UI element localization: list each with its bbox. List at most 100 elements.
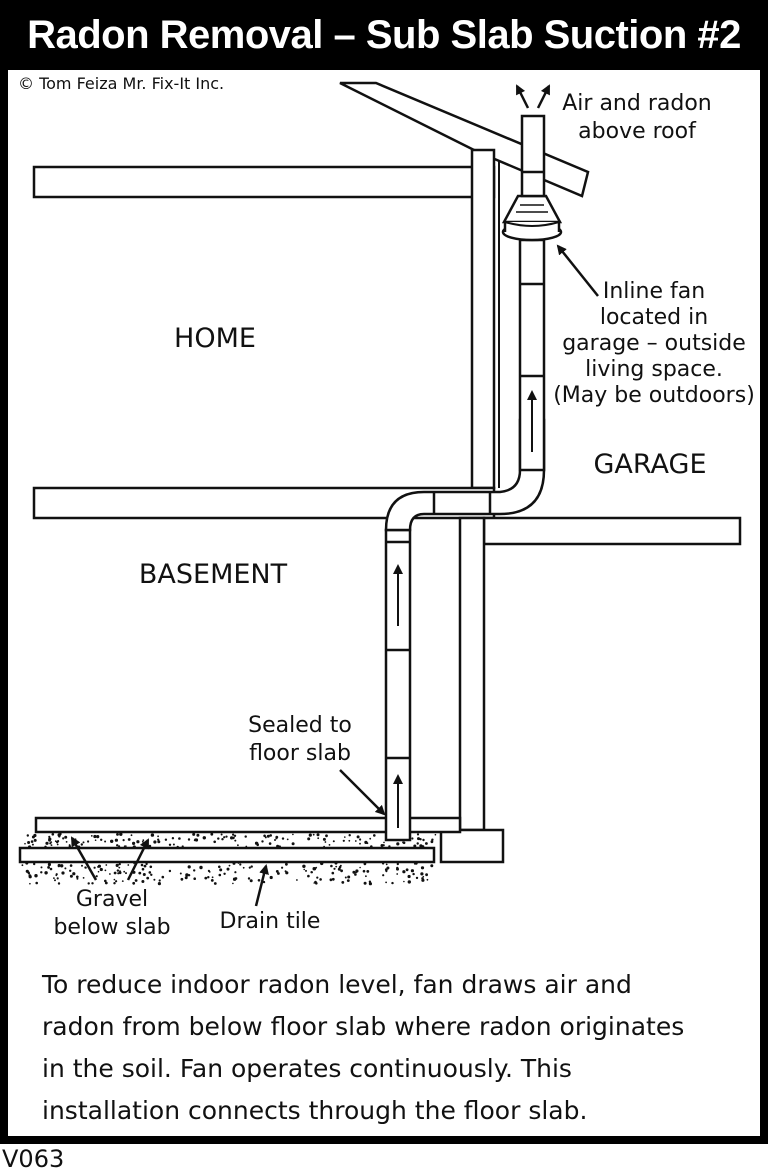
gravel-dot xyxy=(185,873,189,877)
gravel-dot xyxy=(217,837,220,840)
illustration-panel: © Tom Feiza Mr. Fix-It Inc. Air and rado… xyxy=(8,70,760,1136)
gravel-dot xyxy=(391,881,394,885)
gravel-dot xyxy=(396,873,399,875)
gravel-dot xyxy=(127,838,131,841)
gravel-dot xyxy=(143,864,147,868)
gravel-dot xyxy=(113,878,116,881)
gravel-dot xyxy=(213,882,217,885)
gravel-dot xyxy=(322,837,326,841)
gravel-dot xyxy=(68,844,71,846)
gravel-dot xyxy=(247,877,251,880)
gravel-dot xyxy=(148,871,152,874)
gravel-dot xyxy=(140,863,144,867)
gravel-dot xyxy=(337,867,341,871)
radon-system-diagram: © Tom Feiza Mr. Fix-It Inc. Air and rado… xyxy=(18,74,755,940)
gravel-dot xyxy=(332,840,335,843)
gravel-dot xyxy=(257,879,261,882)
gravel-dot xyxy=(122,839,125,842)
gravel-dot xyxy=(384,868,388,872)
gravel-dot xyxy=(45,841,49,845)
gravel-dot xyxy=(385,881,387,884)
gravel-dot xyxy=(292,833,294,836)
gravel-dot xyxy=(268,842,272,845)
gravel-dot xyxy=(220,833,223,836)
gravel-dot xyxy=(64,835,68,839)
gravel-dot xyxy=(96,835,100,839)
air-label-line-2: above roof xyxy=(578,119,697,144)
gravel-label-line-1: Gravel xyxy=(76,887,148,912)
gravel-dot xyxy=(249,879,253,883)
gravel-dot xyxy=(302,864,306,868)
gravel-dot xyxy=(141,867,145,871)
gravel-dot xyxy=(219,868,223,872)
gravel-dot xyxy=(210,879,214,882)
gravel-dot xyxy=(21,864,24,867)
sealed-label-line-2: floor slab xyxy=(249,741,351,766)
gravel-dot xyxy=(403,880,405,883)
gravel-dot xyxy=(87,882,90,885)
gravel-dot xyxy=(94,839,97,841)
gravel-dot xyxy=(95,875,98,878)
gravel-dot xyxy=(420,866,425,870)
gravel-dot xyxy=(368,880,372,883)
gravel-dot xyxy=(382,874,385,877)
gravel-dot xyxy=(47,862,52,867)
gravel-dot xyxy=(354,840,357,842)
gravel-dot xyxy=(348,839,351,842)
gravel-dot xyxy=(284,870,287,873)
gravel-dot xyxy=(54,879,56,882)
gravel-dot xyxy=(97,870,100,873)
gravel-dot xyxy=(296,879,298,881)
gravel-dot xyxy=(331,877,335,881)
gravel-dot xyxy=(281,837,285,840)
gravel-dot xyxy=(47,866,50,869)
gravel-dot xyxy=(402,870,406,874)
basement-slab xyxy=(34,816,462,834)
gravel-dot xyxy=(348,834,351,837)
gravel-dot xyxy=(363,881,367,885)
gravel-dot xyxy=(232,833,235,836)
gravel-dot xyxy=(396,842,400,846)
fan-label-line-3: garage – outside xyxy=(562,331,746,356)
gravel-dot xyxy=(218,865,221,869)
gravel-dot xyxy=(359,866,361,869)
gravel-dot xyxy=(56,843,59,846)
gravel-dot xyxy=(329,878,333,882)
gravel-dot xyxy=(87,840,90,843)
gravel-dot xyxy=(221,838,224,841)
gravel-dot xyxy=(226,867,230,871)
gravel-dot xyxy=(34,874,38,878)
gravel-dot xyxy=(69,864,73,867)
gravel-dot xyxy=(204,876,208,880)
gravel-dot xyxy=(430,864,434,868)
gravel-dot xyxy=(57,840,60,843)
gravel-dot xyxy=(281,866,284,869)
gravel-dot xyxy=(97,864,101,868)
gravel-dot xyxy=(264,836,267,839)
seal-pointer-arrow xyxy=(339,769,386,816)
gravel-dot xyxy=(26,834,29,837)
gravel-dot xyxy=(51,833,55,836)
gravel-dot xyxy=(234,871,237,874)
gravel-dot xyxy=(356,835,360,839)
gravel-dot xyxy=(207,876,210,879)
gravel-dot xyxy=(277,872,280,875)
page-title: Radon Removal – Sub Slab Suction #2 xyxy=(27,13,741,57)
gravel-dot xyxy=(118,871,122,875)
gravel-dot xyxy=(100,838,103,841)
gravel-dot xyxy=(115,880,118,883)
gravel-dot xyxy=(56,877,59,880)
drain-tile-label: Drain tile xyxy=(220,909,321,934)
sealed-label-line-1: Sealed to xyxy=(248,713,352,738)
gravel-dot xyxy=(150,833,155,837)
gravel-dot xyxy=(57,865,60,868)
gravel-dot xyxy=(57,882,61,885)
gravel-dot xyxy=(27,871,30,874)
gravel-dot xyxy=(179,872,182,875)
gravel-dot xyxy=(211,876,214,879)
gravel-dot xyxy=(90,835,93,837)
gravel-dot xyxy=(341,881,345,884)
gravel-dot xyxy=(232,877,237,881)
gravel-dot xyxy=(50,841,53,843)
gravel-dot xyxy=(134,879,138,882)
